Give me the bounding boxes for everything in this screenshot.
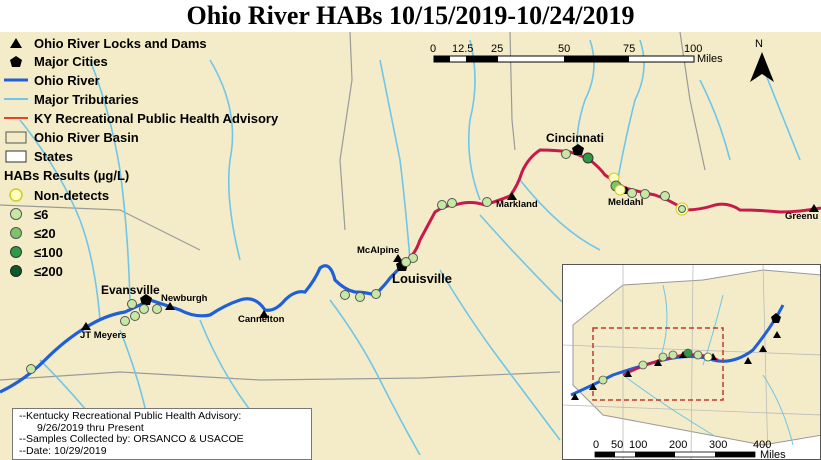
- label-louisville: Louisville: [392, 271, 452, 286]
- legend-result-le200: ≤200: [4, 262, 63, 280]
- inset-scale-200: 200: [669, 439, 688, 451]
- scale-tick-100: 100: [684, 43, 703, 55]
- scale-unit: Miles: [697, 53, 723, 65]
- circle-icon: [10, 246, 22, 258]
- legend-item-ohio-river: Ohio River: [4, 71, 100, 89]
- tributaries: [19, 39, 801, 456]
- legend-result-le100: ≤100: [4, 243, 63, 261]
- city-evansville-marker: [140, 294, 152, 305]
- info-box: --Kentucky Recreational Public Health Ad…: [12, 408, 312, 460]
- circle-icon: [10, 227, 22, 239]
- major-cities: [140, 144, 584, 305]
- label-markland: Markland: [496, 199, 538, 210]
- main-map[interactable]: [0, 32, 821, 460]
- legend-result-le6: ≤6: [4, 205, 48, 223]
- legend-item-tributaries: Major Tributaries: [4, 90, 139, 108]
- legend-item-locks-dams: Ohio River Locks and Dams: [4, 34, 207, 52]
- blue-line-icon: [4, 78, 28, 82]
- triangle-icon: [10, 38, 22, 48]
- circle-icon: [10, 208, 22, 220]
- label-cincinnati: Cincinnati: [546, 131, 605, 145]
- scale-tick-50: 50: [558, 43, 571, 55]
- label-evansville: Evansville: [101, 283, 160, 297]
- light-blue-line-icon: [4, 98, 28, 100]
- inset-scale-400: 400: [753, 439, 772, 451]
- inset-scale-0: 0: [593, 439, 600, 451]
- legend-item-states: States: [4, 147, 73, 165]
- info-line-2: 9/26/2019 thru Present: [37, 421, 144, 434]
- pentagon-icon: [10, 55, 22, 67]
- north-label: N: [755, 38, 763, 50]
- inset-scale-unit: Miles: [760, 449, 786, 460]
- label-meldahl: Meldahl: [608, 197, 644, 208]
- scale-tick-25: 25: [491, 43, 504, 55]
- label-jt-meyers: JT Meyers: [80, 330, 127, 341]
- scale-tick-12-5: 12.5: [452, 43, 474, 55]
- label-cannelton: Cannelton: [238, 314, 285, 325]
- map-title: Ohio River HABs 10/15/2019-10/24/2019: [186, 1, 635, 30]
- sample-points: [26, 149, 689, 374]
- inset-map[interactable]: 0 50 100 200 300 400 Miles: [562, 264, 821, 460]
- lock-dam-marker: [165, 302, 175, 310]
- inset-scale-100: 100: [629, 439, 648, 451]
- legend-item-basin: Ohio River Basin: [4, 128, 139, 146]
- lock-dam-marker: [809, 204, 819, 212]
- legend-result-le20: ≤20: [4, 224, 56, 242]
- white-box-icon: [5, 150, 27, 162]
- beige-box-icon: [5, 131, 27, 143]
- scale-tick-0: 0: [430, 43, 437, 55]
- legend-item-advisory: KY Recreational Public Health Advisory: [4, 109, 278, 127]
- info-line-1: --Kentucky Recreational Public Health Ad…: [19, 410, 242, 422]
- circle-icon: [9, 188, 23, 202]
- label-mcalpine: McAlpine: [357, 245, 400, 256]
- red-line-icon: [4, 117, 28, 119]
- label-greenup: Greenu: [785, 211, 819, 222]
- state-boundaries: [0, 32, 706, 381]
- legend-item-cities: Major Cities: [4, 52, 108, 70]
- circle-icon: [10, 265, 22, 277]
- inset-map-drawing: [563, 265, 820, 459]
- north-arrow: [750, 52, 774, 82]
- lock-dam-marker: [81, 322, 91, 330]
- lock-dam-marker: [259, 310, 269, 318]
- label-newburgh: Newburgh: [161, 293, 208, 304]
- city-cincinnati-marker: [572, 144, 584, 155]
- locks-and-dams: [81, 186, 819, 330]
- scale-bar: [433, 55, 695, 63]
- legend-result-nondetect: Non-detects: [4, 186, 109, 204]
- lock-dam-marker: [393, 254, 403, 262]
- lock-dam-marker: [507, 192, 517, 200]
- legend-results-title: HABs Results (µg/L): [4, 168, 130, 183]
- scale-tick-75: 75: [623, 43, 636, 55]
- inset-scale-50: 50: [611, 439, 624, 451]
- info-line-4: --Date: 10/29/2019: [19, 444, 107, 457]
- info-line-3: --Samples Collected by: ORSANCO & USACOE: [19, 433, 244, 445]
- inset-scale-300: 300: [709, 439, 728, 451]
